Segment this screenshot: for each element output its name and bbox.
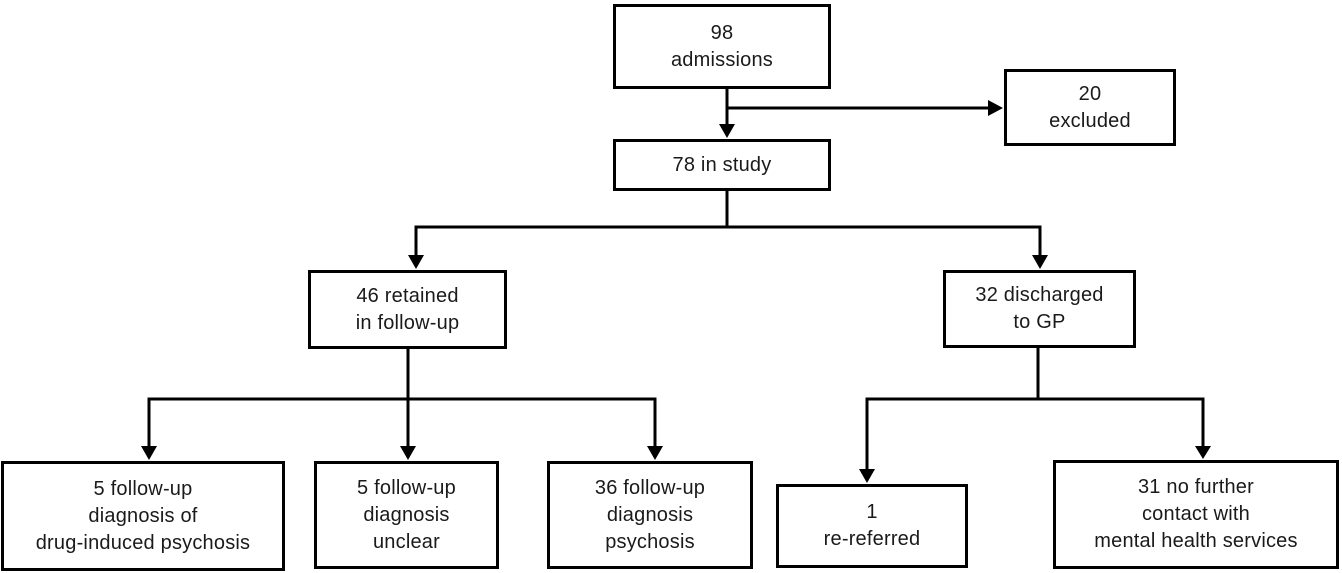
edge-in-study-split [414,191,1042,256]
node-in-study: 78 in study [613,139,831,191]
arrowhead-into-dx-psychosis [647,446,663,460]
node-in-study-label: 78 in study [672,153,772,176]
node-dx-drug-induced-label: 5 follow-up diagnosis of drug-induced ps… [35,477,251,554]
arrowhead-into-dx-unclear [400,446,416,460]
node-admissions: 98 admissions [613,4,831,89]
arrowhead-into-retained [408,255,424,269]
node-dx-psychosis-label: 36 follow-up diagnosis psychosis [594,476,706,553]
node-no-contact: 31 no further contact with mental health… [1053,460,1339,569]
node-discharged: 32 discharged to GP [943,270,1136,348]
node-dx-drug-induced: 5 follow-up diagnosis of drug-induced ps… [1,461,285,571]
node-dx-unclear: 5 follow-up diagnosis unclear [314,461,499,569]
node-retained-label: 46 retained in follow-up [355,284,460,334]
edge-discharged-split [865,348,1205,470]
arrowhead-into-dx-drug-induced [141,446,157,460]
arrowhead-into-no-contact [1195,446,1211,459]
arrowhead-into-re-referred [859,469,875,483]
node-excluded-label: 20 excluded [1049,82,1131,132]
node-retained: 46 retained in follow-up [308,270,507,349]
node-discharged-label: 32 discharged to GP [975,284,1104,333]
node-no-contact-label: 31 no further contact with mental health… [1094,476,1298,552]
node-re-referred-label: 1 re-referred [823,501,921,550]
edge-retained-split [147,349,657,447]
node-dx-unclear-label: 5 follow-up diagnosis unclear [357,476,456,553]
arrowhead-into-discharged [1032,255,1048,269]
node-dx-psychosis: 36 follow-up diagnosis psychosis [547,461,753,569]
node-excluded: 20 excluded [1004,69,1176,146]
node-admissions-label: 98 admissions [670,21,774,71]
arrowhead-into-excluded [988,100,1003,116]
node-re-referred: 1 re-referred [776,484,968,568]
arrowhead-into-in-study [719,124,735,138]
